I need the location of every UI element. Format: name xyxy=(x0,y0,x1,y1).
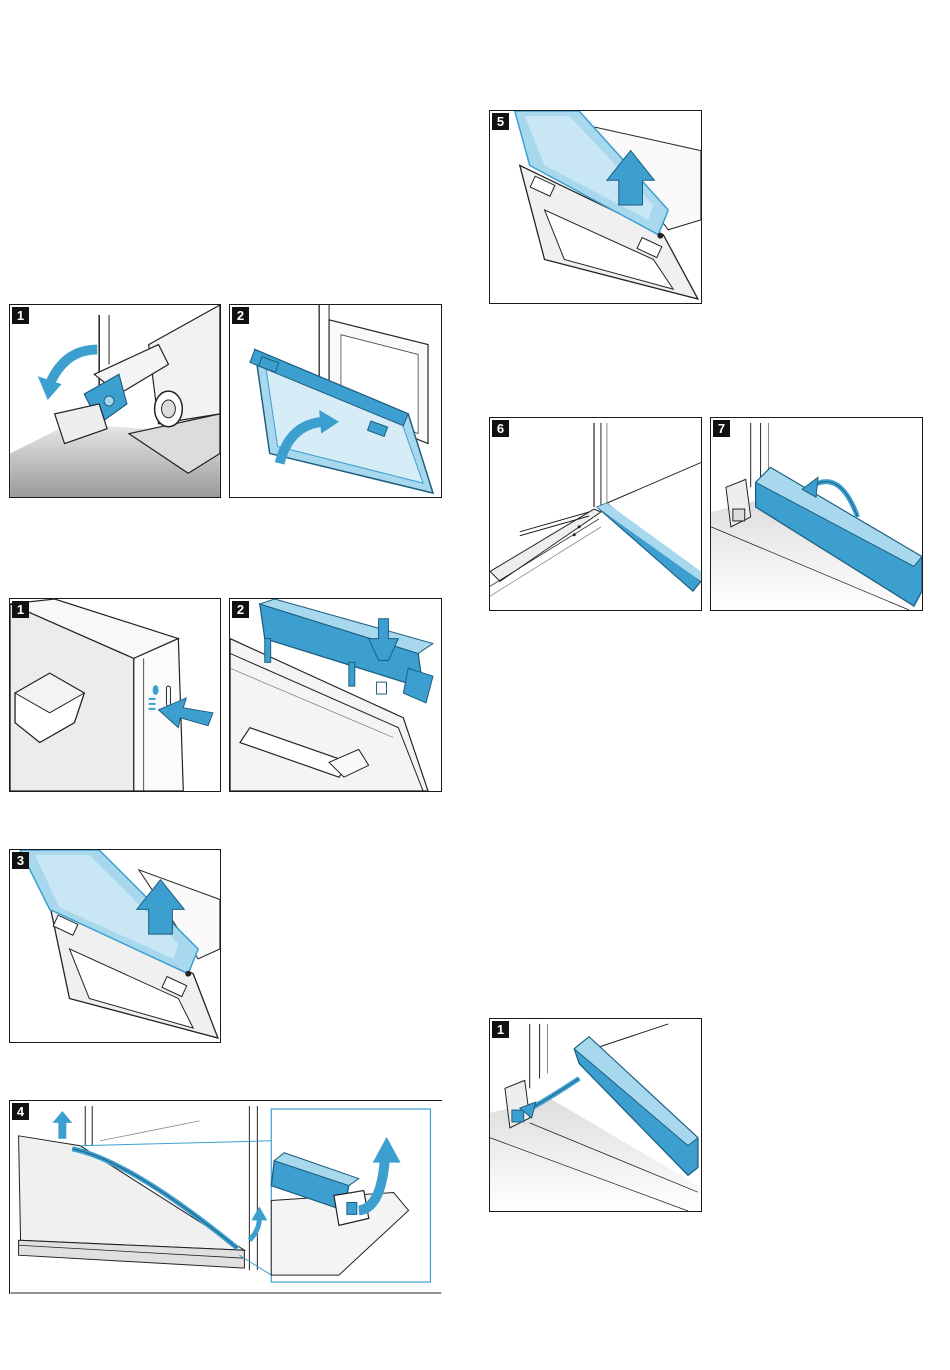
step-badge: 2 xyxy=(232,601,249,618)
cover-lift-illustration xyxy=(230,599,441,791)
step-badge: 1 xyxy=(12,601,29,618)
figure-seal-strip: 4 xyxy=(9,1100,442,1294)
door-lift-illustration xyxy=(230,305,441,497)
press-lock-illustration xyxy=(10,599,220,791)
figure-cover-flip: 7 xyxy=(710,417,923,611)
step-badge: 4 xyxy=(12,1103,29,1120)
cover-flip-illustration xyxy=(711,418,922,610)
figure-seal-corner: 6 xyxy=(489,417,702,611)
step-badge: 1 xyxy=(12,307,29,324)
figure-glass-removal: 3 xyxy=(9,849,221,1043)
step-badge: 1 xyxy=(492,1021,509,1038)
figure-hinge-lever: 1 xyxy=(9,304,221,498)
figure-glass-removal-right: 5 xyxy=(489,110,702,304)
step-badge: 7 xyxy=(713,420,730,437)
step-badge: 6 xyxy=(492,420,509,437)
glass-removal-right-illustration xyxy=(490,111,701,303)
seal-strip-illustration xyxy=(10,1101,442,1294)
step-badge: 5 xyxy=(492,113,509,130)
seal-corner-illustration xyxy=(490,418,701,610)
figure-door-lift: 2 xyxy=(229,304,442,498)
figure-cover-reinsert: 1 xyxy=(489,1018,702,1212)
figure-press-lock: 1 xyxy=(9,598,221,792)
cover-reinsert-illustration xyxy=(490,1019,701,1211)
hinge-lever-illustration xyxy=(10,305,220,497)
step-badge: 3 xyxy=(12,852,29,869)
figure-cover-lift: 2 xyxy=(229,598,442,792)
glass-removal-illustration xyxy=(10,850,220,1042)
step-badge: 2 xyxy=(232,307,249,324)
